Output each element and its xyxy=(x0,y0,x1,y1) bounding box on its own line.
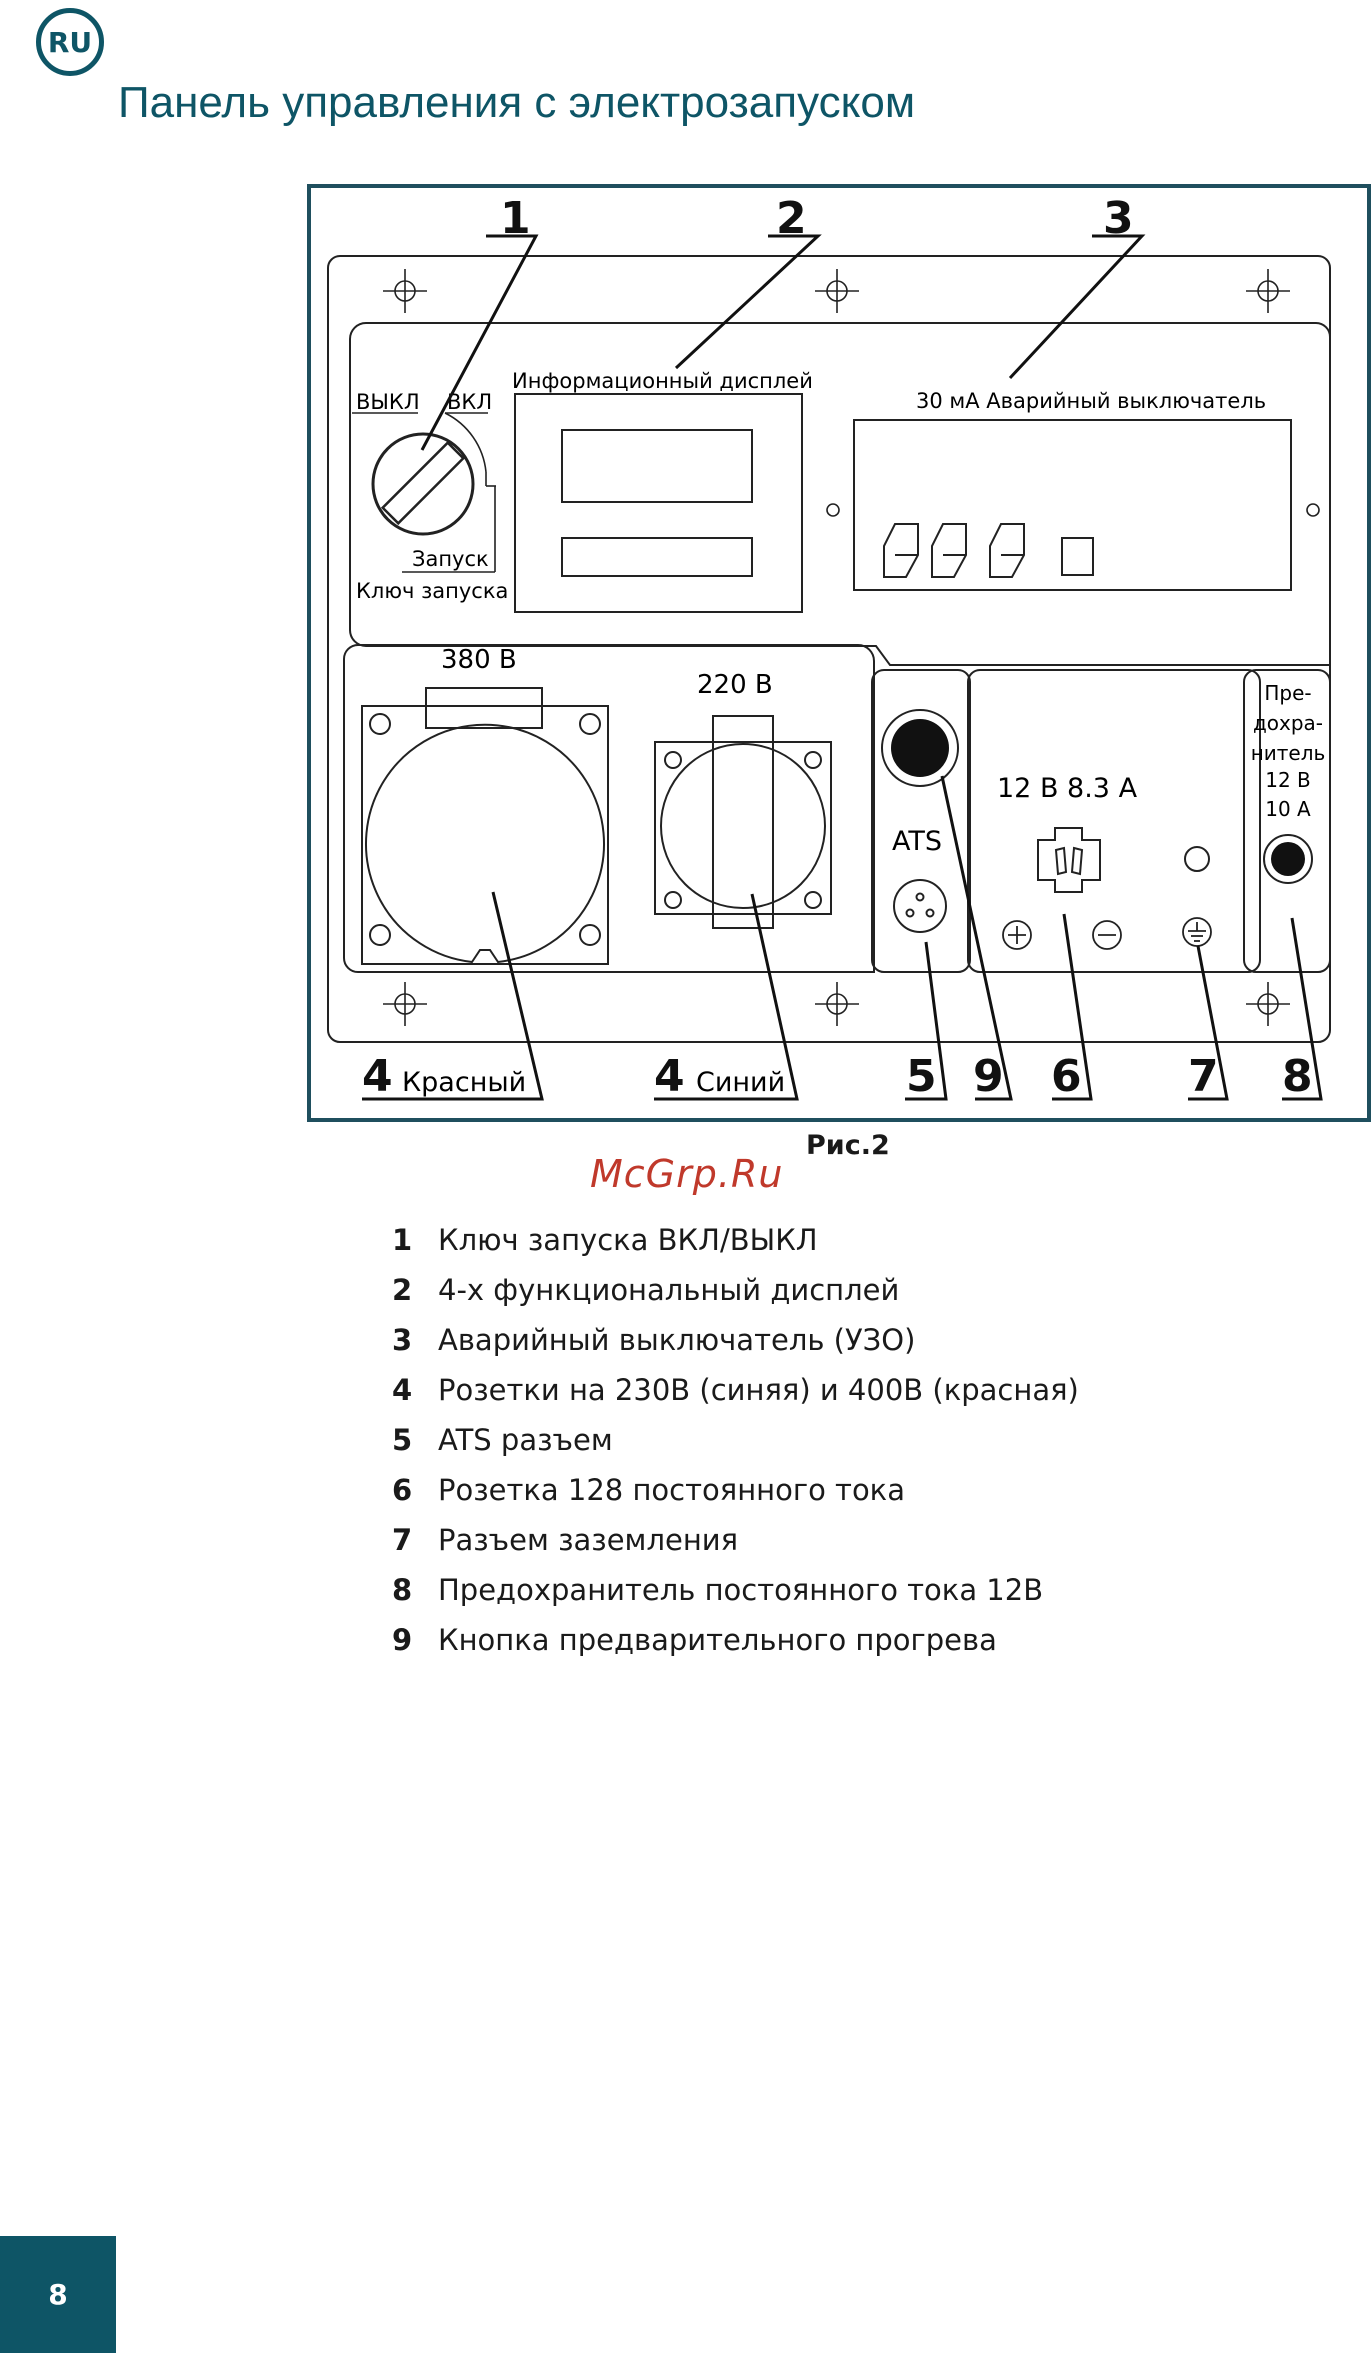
dc-subpanel xyxy=(967,669,1261,973)
breaker-switches[interactable] xyxy=(883,523,1094,578)
dc-socket-12v[interactable] xyxy=(1037,827,1101,893)
ats-label: ATS xyxy=(892,826,942,857)
legend-number: 1 xyxy=(392,1223,413,1257)
ats-connector[interactable] xyxy=(893,879,947,933)
legend-text: Аварийный выключатель (УЗО) xyxy=(438,1323,916,1357)
legend-item: 8 Предохранитель постоянного тока 12В xyxy=(392,1565,1079,1615)
legend-number: 4 xyxy=(392,1373,413,1407)
blue-label: Синий xyxy=(696,1067,785,1098)
legend-item: 4 Розетки на 230В (синяя) и 400В (красная… xyxy=(392,1365,1079,1415)
key-switch-dial[interactable] xyxy=(371,432,475,536)
language-badge: RU xyxy=(36,8,104,76)
display-screen xyxy=(561,429,753,503)
ats-subpanel xyxy=(871,669,971,973)
legend-text: ATS разъем xyxy=(438,1423,613,1457)
upper-subpanel xyxy=(349,322,1331,666)
dc-label: 12 В 8.3 А xyxy=(997,773,1138,804)
legend-number: 3 xyxy=(392,1323,413,1357)
legend-item: 6 Розетка 128 постоянного тока xyxy=(392,1465,1079,1515)
minus-terminal-icon xyxy=(1092,920,1122,950)
fuse-label-1: Пре- xyxy=(1264,681,1311,705)
legend-item: 9 Кнопка предварительного прогрева xyxy=(392,1615,1079,1665)
callout-8: 8 xyxy=(1282,1051,1313,1102)
legend-text: Розетки на 230В (синяя) и 400В (красная) xyxy=(438,1373,1079,1407)
fuse-label-4: 12 В xyxy=(1265,768,1311,792)
rcd-breaker xyxy=(853,419,1292,591)
callout-7: 7 xyxy=(1188,1051,1219,1102)
watermark: McGrp.Ru xyxy=(590,1152,784,1196)
mount-holes xyxy=(383,269,1290,1026)
figure-caption: Рис.2 xyxy=(806,1130,890,1161)
legend-item: 2 4-х функциональный дисплей xyxy=(392,1265,1079,1315)
breaker-label: 30 мА Аварийный выключатель xyxy=(916,389,1266,413)
socket-380-red[interactable] xyxy=(361,687,609,965)
page-title: Панель управления с электрозапуском xyxy=(118,78,916,127)
legend-text: Кнопка предварительного прогрева xyxy=(438,1623,997,1657)
legend-text: Розетка 128 постоянного тока xyxy=(438,1473,905,1507)
socket-220-label: 220 В xyxy=(697,670,773,700)
breaker-test-button[interactable] xyxy=(1061,537,1094,576)
legend-number: 8 xyxy=(392,1573,413,1607)
dc-indicator xyxy=(1184,846,1210,872)
legend-text: Ключ запуска ВКЛ/ВЫКЛ xyxy=(438,1223,818,1257)
callout-5: 5 xyxy=(906,1051,937,1102)
fuse-subpanel xyxy=(1243,669,1331,973)
leader-lines xyxy=(362,234,1323,1101)
control-panel-diagram: ВЫКЛ ВКЛ Запуск Ключ запуска Информацион… xyxy=(307,184,1371,1122)
callout-1: 1 xyxy=(500,193,531,244)
fuse-holder-bezel xyxy=(1263,834,1313,884)
red-label: Красный xyxy=(402,1067,526,1098)
callout-6: 6 xyxy=(1051,1051,1082,1102)
socket-220-blue[interactable] xyxy=(654,715,832,929)
preheat-button[interactable] xyxy=(891,719,949,777)
key-start-label: Запуск xyxy=(412,547,489,571)
display-bar xyxy=(561,537,753,577)
legend-number: 2 xyxy=(392,1273,413,1307)
legend-text: Предохранитель постоянного тока 12В xyxy=(438,1573,1044,1607)
display-label: Информационный дисплей xyxy=(512,369,813,393)
preheat-button-bezel xyxy=(881,709,959,787)
legend-text: Разъем заземления xyxy=(438,1523,739,1557)
key-on-label: ВКЛ xyxy=(447,390,492,414)
legend-list: 1 Ключ запуска ВКЛ/ВЫКЛ 2 4-х функциональн… xyxy=(392,1215,1079,1665)
legend-item: 1 Ключ запуска ВКЛ/ВЫКЛ xyxy=(392,1215,1079,1265)
legend-item: 3 Аварийный выключатель (УЗО) xyxy=(392,1315,1079,1365)
socket-380-label: 380 В xyxy=(441,645,517,675)
key-switch[interactable] xyxy=(352,412,496,573)
key-off-label: ВЫКЛ xyxy=(356,390,420,414)
key-slot-icon xyxy=(380,440,466,526)
fuse-label-5: 10 А xyxy=(1265,797,1311,821)
sockets-subpanel xyxy=(343,644,875,973)
callout-9: 9 xyxy=(973,1051,1004,1102)
info-display xyxy=(514,393,803,613)
callout-4-blue: 4 xyxy=(654,1051,685,1102)
callout-4-red: 4 xyxy=(362,1051,393,1102)
key-caption: Ключ запуска xyxy=(356,579,508,603)
panel-plate xyxy=(327,255,1331,1043)
legend-item: 5 ATS разъем xyxy=(392,1415,1079,1465)
legend-number: 7 xyxy=(392,1523,413,1557)
legend-number: 6 xyxy=(392,1473,413,1507)
fuse-holder[interactable] xyxy=(1271,842,1305,876)
callout-2: 2 xyxy=(776,193,807,244)
legend-text: 4-х функциональный дисплей xyxy=(438,1273,900,1307)
fuse-label-3: нитель xyxy=(1251,741,1326,765)
ground-terminal-icon[interactable] xyxy=(1182,917,1212,947)
figure-frame xyxy=(307,184,1371,1122)
legend-number: 5 xyxy=(392,1423,413,1457)
callout-3: 3 xyxy=(1103,193,1134,244)
plus-terminal-icon xyxy=(1002,920,1032,950)
page-number: 8 xyxy=(0,2236,116,2353)
legend-number: 9 xyxy=(392,1623,413,1657)
fuse-label-2: дохра- xyxy=(1253,711,1323,735)
legend-item: 7 Разъем заземления xyxy=(392,1515,1079,1565)
